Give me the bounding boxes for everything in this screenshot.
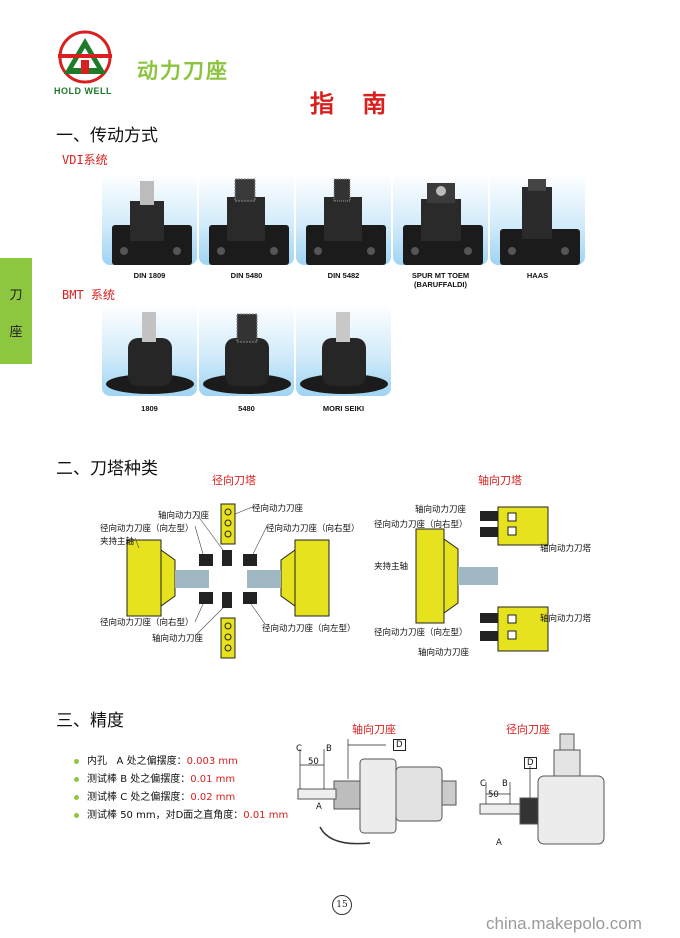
spec-row-2: 测试棒 B 处之偏摆度：0.01 mm xyxy=(74,770,235,785)
mark-50-radial: 50 xyxy=(488,790,499,800)
bmt-mori-image xyxy=(296,304,391,396)
bullet-icon xyxy=(74,794,79,800)
drive-shaft-icon xyxy=(500,179,580,265)
vdi-caption-5: HAAS xyxy=(526,271,549,280)
mark-b-radial: B xyxy=(502,779,508,789)
bmt-label: BMT 系统 xyxy=(62,288,115,302)
radial-label-right: 径向动力刀座（向右型） xyxy=(266,524,360,534)
mark-d-axial: D xyxy=(393,739,406,751)
mark-b-axial: B xyxy=(326,744,332,754)
mark-d-radial: D xyxy=(524,757,537,769)
mark-a-radial: A xyxy=(496,838,502,848)
axial-holder-drawing xyxy=(297,739,457,845)
spline-shaft-icon xyxy=(209,178,289,265)
bmt-caption-2: 5480 xyxy=(238,404,255,413)
bullet-icon xyxy=(74,776,79,782)
radial-label-bottom-axial: 轴向动力刀座 xyxy=(152,634,204,644)
drive-shaft-icon xyxy=(112,181,192,265)
mark-c-axial: C xyxy=(296,744,302,754)
bmt-5480-image xyxy=(199,304,294,396)
axial-holder-title: 轴向刀座 xyxy=(352,723,396,736)
vdi-caption-4: SPUR MT TOEM (BARUFFALDI) xyxy=(411,271,470,289)
vdi-spur-image xyxy=(393,173,488,265)
bmt-caption-3: MORI SEIKI xyxy=(322,404,365,413)
side-tab: 刀 座 xyxy=(0,258,32,364)
spec-row-1: 内孔 A 处之偏摆度：0.003 mm xyxy=(74,752,238,767)
vdi-din1809-image xyxy=(102,173,197,265)
side-tab-line2: 座 xyxy=(9,325,23,340)
product-title: 动力刀座 xyxy=(137,59,229,83)
axial-label-spindle: 夹持主轴 xyxy=(374,562,409,572)
vdi-caption-2: DIN 5480 xyxy=(230,271,263,280)
mark-50-axial: 50 xyxy=(308,757,319,767)
vdi-haas-image xyxy=(490,173,585,265)
vdi-din5480-image xyxy=(199,173,294,265)
bmt-shaft-icon xyxy=(106,312,194,394)
radial-turret-title: 径向刀塔 xyxy=(212,474,256,487)
vdi-label: VDI系统 xyxy=(62,153,108,167)
section2-title: 二、刀塔种类 xyxy=(56,459,158,479)
vdi-din5482-image xyxy=(296,173,391,265)
axial-turret-diagram xyxy=(415,506,549,652)
radial-holder-drawing xyxy=(479,733,605,845)
spec-row-4: 测试棒 50 mm，对D面之直角度：0.01 mm xyxy=(74,806,288,821)
axial-label-right-top: 轴向动力刀塔 xyxy=(540,544,592,554)
vdi-caption-1: DIN 1809 xyxy=(133,271,166,280)
section1-title: 一、传动方式 xyxy=(56,126,158,146)
bullet-icon xyxy=(74,758,79,764)
axial-label-bottom-radial: 径向动力刀座（向左型） xyxy=(374,628,468,638)
radial-label-spindle: 夹持主轴 xyxy=(100,537,135,547)
brand-name: HOLD WELL xyxy=(54,86,112,96)
radial-label-top-radial: 径向动力刀座 xyxy=(252,504,304,514)
radial-label-bottom-left: 径向动力刀座（向左型） xyxy=(262,624,356,634)
spline-shaft-icon xyxy=(306,178,386,265)
axial-label-top-axial: 轴向动力刀座 xyxy=(415,505,467,515)
bmt-1809-image xyxy=(102,304,197,396)
page-number: 15 xyxy=(332,895,352,915)
section3-title: 三、精度 xyxy=(56,711,124,731)
vdi-caption-3: DIN 5482 xyxy=(327,271,360,280)
radial-label-left: 径向动力刀座（向左型） xyxy=(100,524,194,534)
axial-turret-title: 轴向刀塔 xyxy=(478,474,522,487)
bullet-icon xyxy=(74,812,79,818)
bmt-caption-1: 1809 xyxy=(141,404,158,413)
axial-label-bottom-axial: 轴向动力刀座 xyxy=(418,648,470,658)
bmt-shaft-icon xyxy=(300,312,388,394)
watermark: china.makepolo.com xyxy=(486,914,642,933)
gear-shaft-icon xyxy=(403,183,483,265)
mark-c-radial: C xyxy=(480,779,486,789)
radial-label-bottom-right: 径向动力刀座（向右型） xyxy=(100,618,194,628)
spec-row-3: 测试棒 C 处之偏摆度：0.02 mm xyxy=(74,788,235,803)
holdwell-logo-icon xyxy=(58,30,112,84)
mark-a-axial: A xyxy=(316,802,322,812)
radial-holder-title: 径向刀座 xyxy=(506,723,550,736)
axial-label-right-bottom: 轴向动力刀塔 xyxy=(540,614,592,624)
axial-label-top-radial: 径向动力刀座（向右型） xyxy=(374,520,468,530)
radial-turret-diagram xyxy=(126,503,330,659)
page-title: 指 南 xyxy=(310,90,397,118)
radial-label-top-axial: 轴向动力刀座 xyxy=(158,511,210,521)
side-tab-line1: 刀 xyxy=(9,288,23,303)
bmt-shaft-icon xyxy=(203,313,291,394)
